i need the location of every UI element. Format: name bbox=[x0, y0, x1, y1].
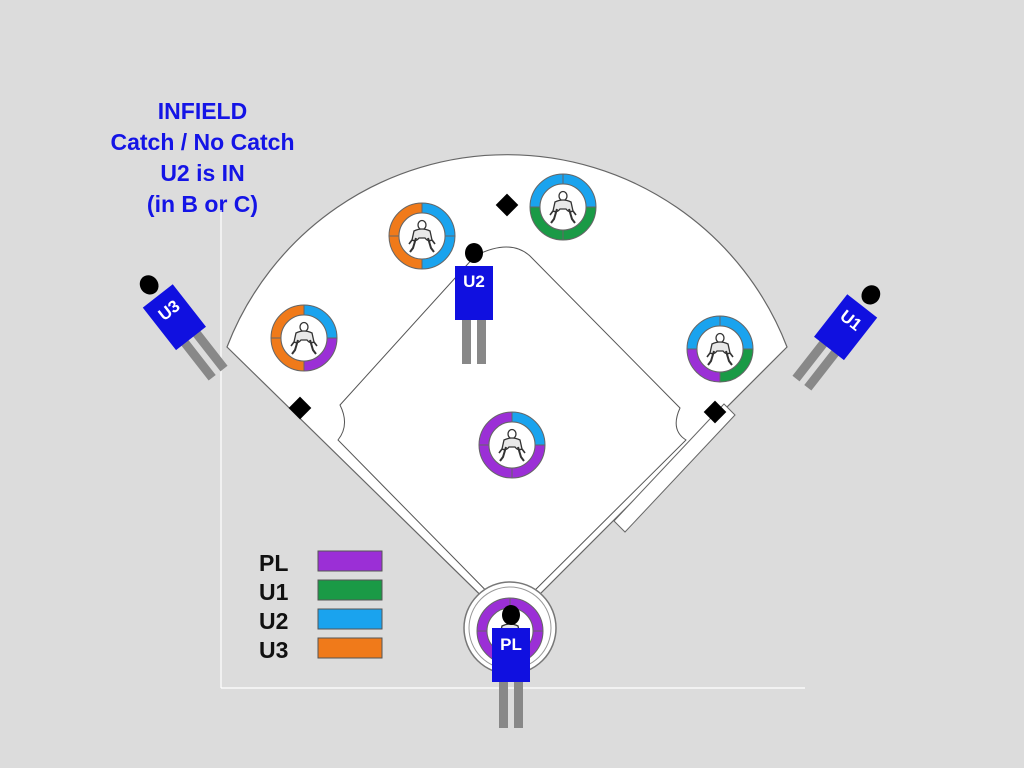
umpire-pl-label: PL bbox=[500, 635, 522, 654]
diagram-title: INFIELD Catch / No Catch U2 is IN (in B … bbox=[80, 96, 325, 220]
legend-label-u1: U1 bbox=[259, 579, 289, 605]
title-line-2: Catch / No Catch bbox=[110, 129, 295, 155]
title-line-3: U2 is IN bbox=[160, 160, 245, 186]
legend-label-u3: U3 bbox=[259, 637, 288, 663]
legend-label-u2: U2 bbox=[259, 608, 288, 634]
coach-box bbox=[613, 403, 736, 533]
legend-swatch-u2 bbox=[317, 608, 383, 630]
title-line-4: (in B or C) bbox=[146, 191, 259, 217]
fielder-layer bbox=[270, 173, 754, 665]
umpire-pl: PL bbox=[492, 605, 530, 728]
legend-label-pl: PL bbox=[259, 550, 288, 576]
first-baseman-coverage-ring bbox=[686, 315, 754, 383]
legend-swatch-u3 bbox=[317, 637, 383, 659]
legend-swatch-u1 bbox=[317, 579, 383, 601]
title-line-1: INFIELD bbox=[157, 98, 248, 124]
pitcher-coverage-ring bbox=[478, 411, 546, 479]
umpire-u1: U1 bbox=[792, 285, 881, 391]
umpire-u2: U2 bbox=[455, 243, 493, 364]
third-baseman-coverage-ring bbox=[270, 304, 338, 372]
second-baseman-coverage-ring bbox=[529, 173, 597, 241]
legend-swatch-pl bbox=[317, 550, 383, 572]
umpire-u3: U3 bbox=[139, 275, 228, 381]
umpire-u2-label: U2 bbox=[463, 272, 485, 291]
shortstop-coverage-ring bbox=[388, 202, 456, 270]
